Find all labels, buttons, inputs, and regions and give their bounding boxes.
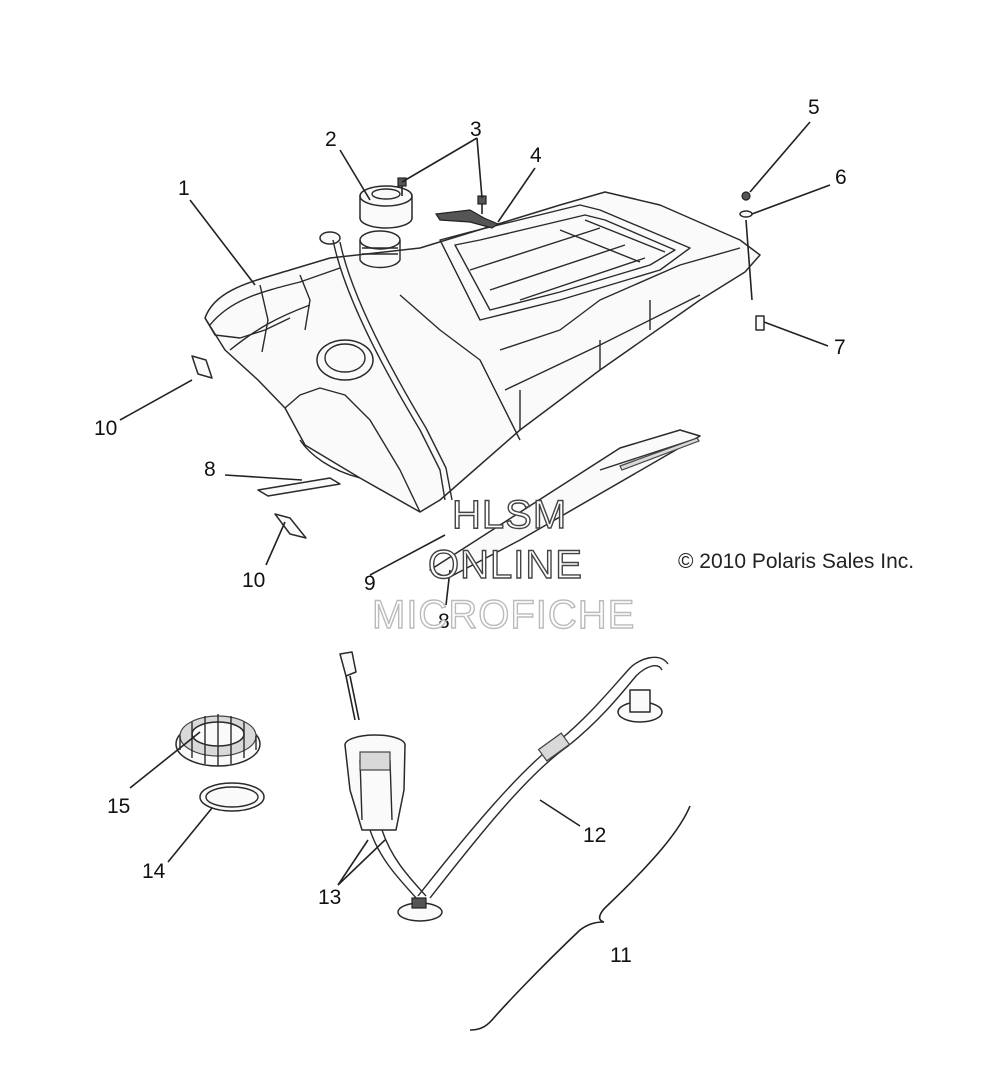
callout-3: 3 [470, 118, 482, 141]
watermark-line-2: ONLINE [428, 543, 583, 587]
callout-4: 4 [530, 144, 542, 167]
fuel-tank [204, 191, 761, 513]
callout-9: 9 [364, 572, 376, 595]
callout-12: 12 [583, 824, 606, 847]
callout-13: 13 [318, 886, 341, 909]
lock-ring [175, 714, 261, 767]
leader-lines [119, 121, 831, 886]
watermark-line-3: MICROFICHE [372, 593, 635, 637]
heat-shield [429, 429, 701, 579]
pad-left [257, 477, 341, 497]
callout-8-right: 8 [438, 610, 450, 633]
bracket [434, 209, 500, 229]
copyright-text: © 2010 Polaris Sales Inc. [678, 550, 914, 573]
callout-15: 15 [107, 795, 130, 818]
callout-5: 5 [808, 96, 820, 119]
callout-2: 2 [325, 128, 337, 151]
fuel-pump [339, 651, 443, 922]
pad-upper [191, 355, 213, 379]
callout-10-lower: 10 [242, 569, 265, 592]
callout-1: 1 [178, 177, 190, 200]
callout-14: 14 [142, 860, 166, 883]
group-bracket [469, 805, 691, 1031]
washer [739, 210, 753, 218]
fuel-cap [359, 185, 413, 229]
callout-10-upper: 10 [94, 417, 117, 440]
screw [755, 315, 765, 331]
callout-6: 6 [835, 166, 847, 189]
gasket [199, 782, 265, 812]
callout-8-left: 8 [204, 458, 216, 481]
callout-11: 11 [610, 944, 632, 967]
watermark-line-1: HLSM [452, 493, 567, 537]
pad-lower [274, 513, 307, 539]
nut [741, 191, 751, 201]
screw-axis-line [745, 219, 753, 301]
vent-hose [332, 239, 446, 501]
fuel-line [417, 656, 669, 899]
callout-7: 7 [834, 336, 846, 359]
